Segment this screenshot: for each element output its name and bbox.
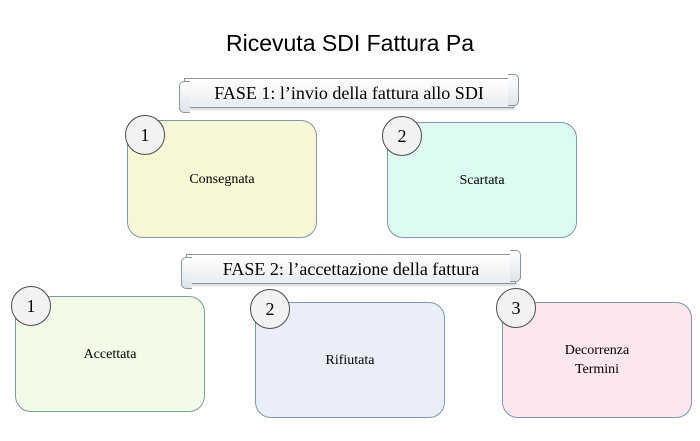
- badge-scartata-number: 2: [382, 116, 422, 156]
- box-accettata-label: Accettata: [83, 346, 137, 362]
- box-consegnata-label: Consegnata: [189, 171, 255, 187]
- box-decorrenza-termini: Decorrenza Termini: [502, 302, 692, 418]
- page-title: Ricevuta SDI Fattura Pa: [226, 30, 474, 56]
- phase-2-banner: FASE 2: l’accettazione della fattura: [181, 250, 521, 289]
- badge-decorrenza-termini-number: 3: [496, 288, 536, 328]
- box-scartata-label: Scartata: [459, 172, 505, 188]
- box-decorrenza-termini-label: Decorrenza Termini: [564, 343, 630, 377]
- phase-1-label: FASE 1: l’invio della fattura allo SDI: [214, 82, 484, 103]
- box-rifiutata-label: Rifiutata: [325, 352, 375, 368]
- phase-2-label: FASE 2: l’accettazione della fattura: [222, 258, 480, 279]
- badge-consegnata-number: 1: [125, 115, 165, 155]
- phase-1-banner: FASE 1: l’invio della fattura allo SDI: [179, 74, 519, 113]
- badge-accettata-number: 1: [11, 286, 51, 326]
- badge-rifiutata-number: 2: [250, 289, 290, 329]
- box-rifiutata: Rifiutata: [255, 302, 445, 418]
